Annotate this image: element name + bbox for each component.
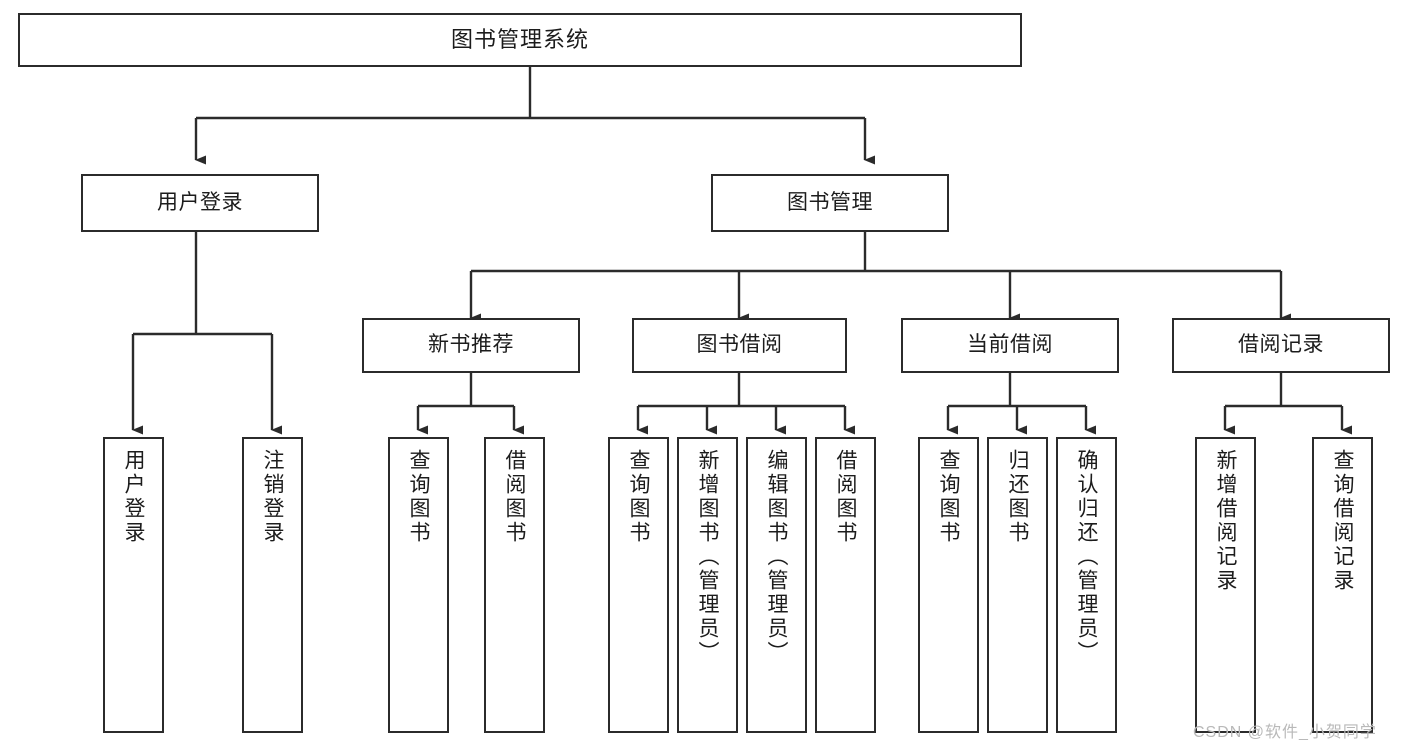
- leaf-query-book-current[interactable]: 查询图书: [918, 437, 979, 733]
- node-new-book-recommend[interactable]: 新书推荐: [362, 318, 580, 373]
- node-label: 图书借阅: [696, 333, 783, 357]
- leaf-user-login[interactable]: 用户登录: [103, 437, 164, 733]
- node-label: 图书管理系统: [450, 27, 589, 53]
- node-label: 查询图书: [627, 449, 650, 545]
- node-label: 借阅图书: [503, 449, 526, 545]
- node-label: 编辑图书（管理员）: [765, 449, 788, 665]
- node-root-book-management-system[interactable]: 图书管理系统: [18, 13, 1022, 67]
- node-label: 归还图书: [1006, 449, 1029, 545]
- node-label: 借阅记录: [1238, 333, 1324, 357]
- node-user-login[interactable]: 用户登录: [81, 174, 319, 232]
- node-label: 新增借阅记录: [1214, 449, 1237, 593]
- node-label: 用户登录: [157, 190, 243, 214]
- node-book-borrow[interactable]: 图书借阅: [632, 318, 847, 373]
- node-label: 当前借阅: [967, 333, 1053, 357]
- node-label: 借阅图书: [834, 449, 857, 545]
- leaf-query-borrow-record[interactable]: 查询借阅记录: [1312, 437, 1373, 733]
- node-label: 查询图书: [937, 449, 960, 545]
- leaf-borrow-book[interactable]: 借阅图书: [815, 437, 876, 733]
- csdn-watermark: CSDN @软件_小贺同学: [1193, 724, 1377, 741]
- leaf-return-book[interactable]: 归还图书: [987, 437, 1048, 733]
- node-label: 新书推荐: [428, 333, 514, 357]
- leaf-add-book-admin[interactable]: 新增图书（管理员）: [677, 437, 738, 733]
- node-label: 新增图书（管理员）: [696, 449, 719, 665]
- leaf-query-book-recommend[interactable]: 查询图书: [388, 437, 449, 733]
- node-label: 图书管理: [787, 190, 873, 214]
- node-book-management[interactable]: 图书管理: [711, 174, 949, 232]
- node-borrow-record[interactable]: 借阅记录: [1172, 318, 1390, 373]
- leaf-confirm-return-admin[interactable]: 确认归还（管理员）: [1056, 437, 1117, 733]
- node-label: 用户登录: [122, 449, 145, 545]
- node-label: 查询图书: [407, 449, 430, 545]
- leaf-add-borrow-record[interactable]: 新增借阅记录: [1195, 437, 1256, 733]
- node-current-borrow[interactable]: 当前借阅: [901, 318, 1119, 373]
- leaf-borrow-book-recommend[interactable]: 借阅图书: [484, 437, 545, 733]
- leaf-logout[interactable]: 注销登录: [242, 437, 303, 733]
- node-label: 确认归还（管理员）: [1075, 449, 1098, 665]
- leaf-edit-book-admin[interactable]: 编辑图书（管理员）: [746, 437, 807, 733]
- node-label: 注销登录: [261, 449, 284, 545]
- node-label: 查询借阅记录: [1331, 449, 1354, 593]
- leaf-query-book-borrow[interactable]: 查询图书: [608, 437, 669, 733]
